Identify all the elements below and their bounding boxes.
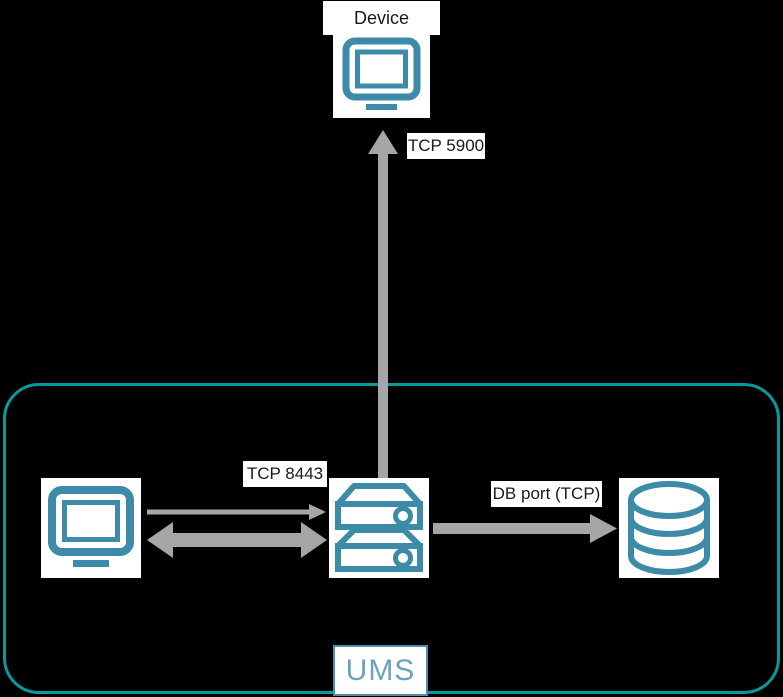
db-port-label: DB port (TCP) xyxy=(491,481,602,507)
monitor-icon xyxy=(342,37,421,110)
arrow-client-to-server-thin xyxy=(147,504,326,520)
tcp-8443-label: TCP 8443 xyxy=(243,461,327,487)
monitor-icon xyxy=(48,486,134,567)
arrow-client-to-server-bidirectional xyxy=(147,522,327,558)
device-label: Device xyxy=(323,1,440,35)
arrow-ums-to-device xyxy=(368,130,398,480)
server-icon xyxy=(335,483,423,572)
tcp-5900-label: TCP 5900 xyxy=(407,133,485,159)
ums-badge-label: UMS xyxy=(345,653,416,687)
arrow-server-to-database xyxy=(433,514,617,543)
ums-badge: UMS xyxy=(333,645,428,696)
database-icon xyxy=(628,481,710,575)
